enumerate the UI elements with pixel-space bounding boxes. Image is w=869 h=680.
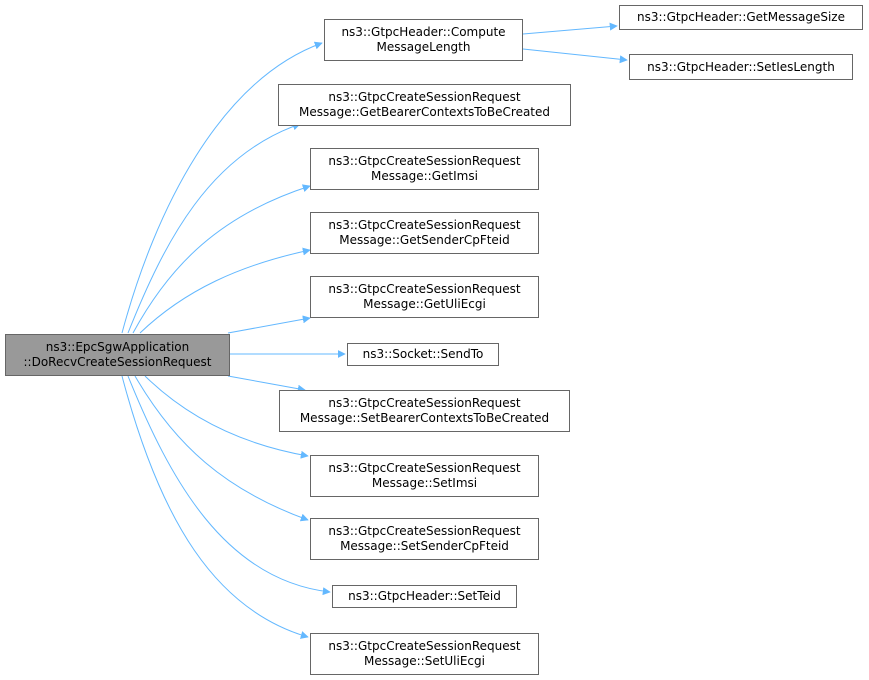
node-set-ies-length[interactable]: ns3::GtpcHeader::SetIesLength (629, 54, 853, 80)
edge-root-to-set-teid (127, 375, 331, 596)
node-label-line1: ns3::GtpcHeader::Compute (341, 25, 506, 39)
node-get-imsi[interactable]: ns3::GtpcCreateSessionRequest Message::G… (310, 148, 539, 190)
node-get-sender-cp-fteid[interactable]: ns3::GtpcCreateSessionRequest Message::G… (310, 212, 539, 254)
node-root-do-recv-create-session-request: ns3::EpcSgwApplication ::DoRecvCreateSes… (5, 334, 230, 376)
node-get-bearer-contexts[interactable]: ns3::GtpcCreateSessionRequest Message::G… (278, 84, 571, 126)
node-set-bearer-contexts[interactable]: ns3::GtpcCreateSessionRequest Message::S… (279, 390, 570, 432)
node-get-uli-ecgi[interactable]: ns3::GtpcCreateSessionRequest Message::G… (310, 276, 539, 318)
node-label-line2: Message::GetSenderCpFteid (339, 233, 510, 247)
node-label-line1: ns3::GtpcCreateSessionRequest (328, 639, 521, 653)
node-label-line2: Message::SetSenderCpFteid (340, 539, 509, 553)
node-label-line1: ns3::GtpcCreateSessionRequest (328, 154, 521, 168)
node-label-line1: ns3::GtpcCreateSessionRequest (328, 524, 521, 538)
node-label-line1: ns3::GtpcCreateSessionRequest (328, 218, 521, 232)
node-get-message-size[interactable]: ns3::GtpcHeader::GetMessageSize (619, 5, 863, 30)
node-label-line2: Message::SetUliEcgi (364, 654, 485, 668)
node-label-line2: MessageLength (376, 40, 471, 54)
edge-compute-to-getmsgsize (522, 22, 618, 35)
node-label-line1: ns3::GtpcCreateSessionRequest (328, 396, 521, 410)
edge-root-to-get-sender (139, 247, 311, 334)
node-label-line1: ns3::EpcSgwApplication (45, 340, 190, 354)
node-set-uli-ecgi[interactable]: ns3::GtpcCreateSessionRequest Message::S… (310, 633, 539, 675)
node-label-line1: ns3::GtpcHeader::SetIesLength (647, 59, 835, 74)
node-label-line2: Message::SetBearerContextsToBeCreated (299, 411, 550, 425)
node-label-line2: Message::GetImsi (371, 169, 478, 183)
node-socket-send-to[interactable]: ns3::Socket::SendTo (347, 343, 499, 366)
edge-compute-to-setieslength (522, 48, 628, 64)
node-set-sender-cp-fteid[interactable]: ns3::GtpcCreateSessionRequest Message::S… (310, 518, 539, 560)
node-label-line2: Message::GetBearerContextsToBeCreated (298, 105, 551, 119)
node-label-line2: Message::SetImsi (371, 476, 478, 490)
edge-root-to-set-bearer (227, 375, 306, 393)
node-label-line1: ns3::GtpcCreateSessionRequest (328, 461, 521, 475)
node-label-line1: ns3::GtpcCreateSessionRequest (328, 90, 521, 104)
node-label-line1: ns3::GtpcCreateSessionRequest (328, 282, 521, 296)
node-set-imsi[interactable]: ns3::GtpcCreateSessionRequest Message::S… (310, 455, 539, 497)
edge-root-to-compute (121, 41, 323, 334)
node-label-line1: ns3::GtpcHeader::GetMessageSize (637, 10, 845, 24)
node-label-line2: Message::GetUliEcgi (363, 297, 486, 311)
node-label-line1: ns3::Socket::SendTo (362, 347, 484, 361)
edge-root-to-get-bearer (127, 122, 301, 334)
node-label-line1: ns3::GtpcHeader::SetTeid (348, 589, 501, 603)
node-compute-message-length[interactable]: ns3::GtpcHeader::Compute MessageLength (324, 19, 523, 61)
edge-root-to-set-uli (121, 375, 309, 639)
edge-root-to-get-uli (227, 315, 311, 334)
edge-root-to-set-sender (134, 375, 309, 522)
node-set-teid[interactable]: ns3::GtpcHeader::SetTeid (332, 585, 517, 608)
edge-root-to-get-imsi (132, 184, 311, 334)
node-label-line2: ::DoRecvCreateSessionRequest (23, 355, 212, 369)
edge-root-to-set-imsi (144, 375, 309, 459)
